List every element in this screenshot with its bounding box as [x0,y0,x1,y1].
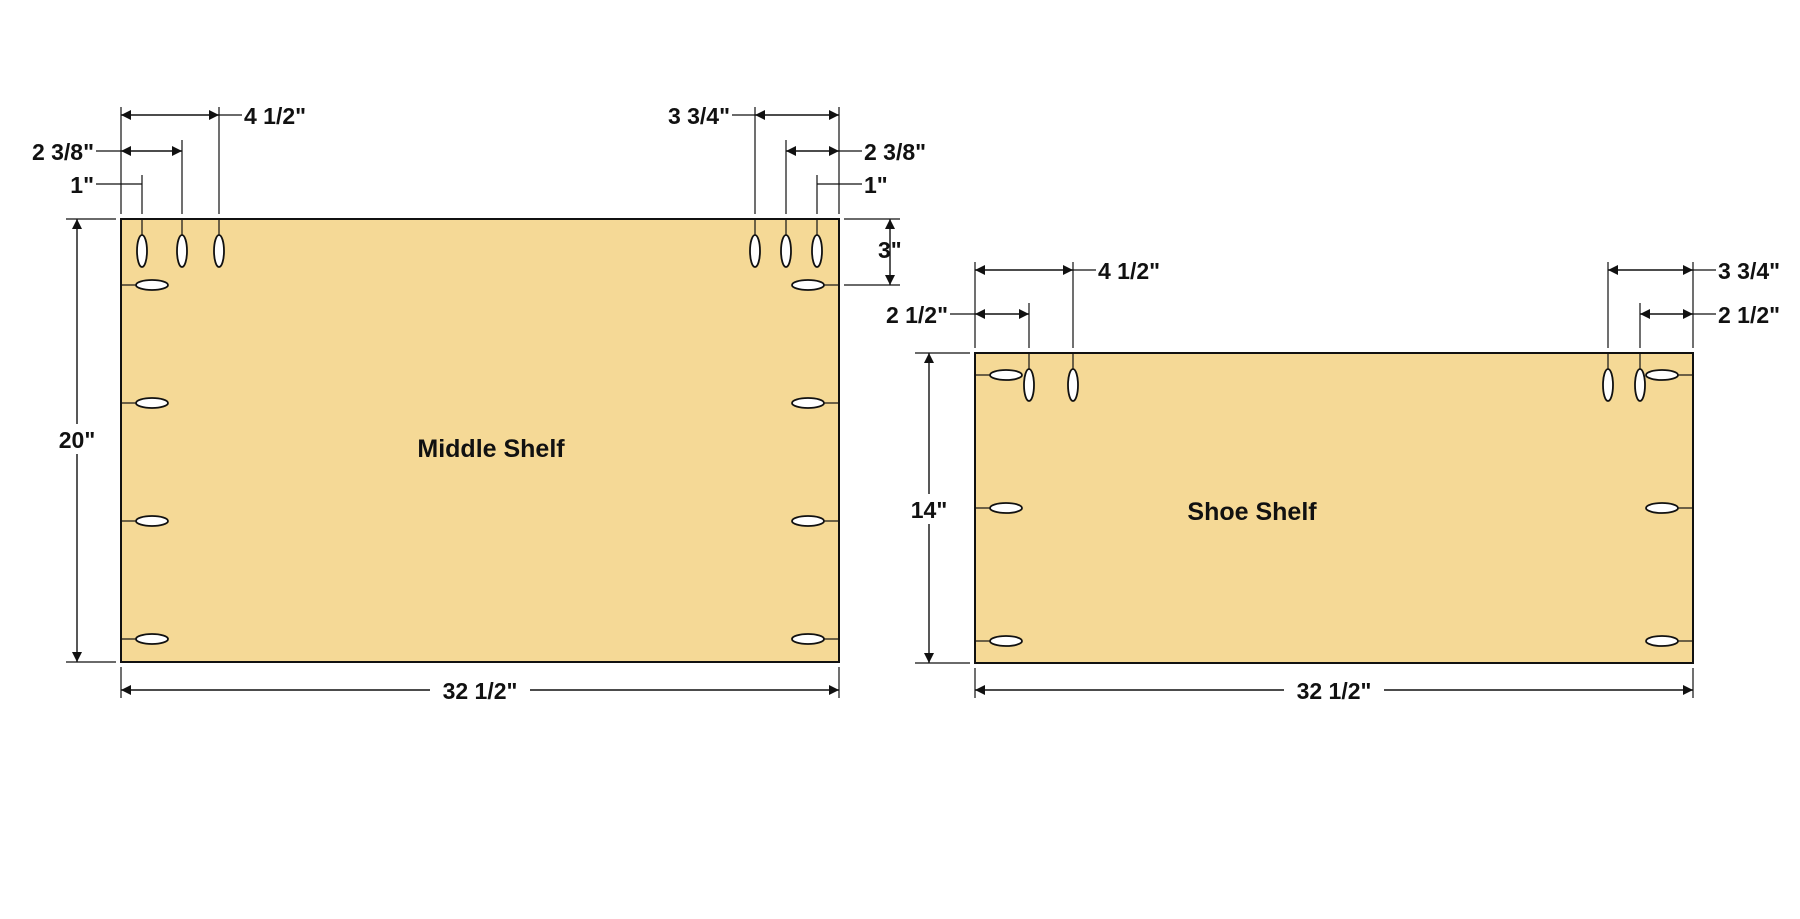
pocket-hole [1023,368,1035,402]
pocket-hole [811,234,823,268]
dim-label: 3 3/4" [668,103,730,129]
dim-label: 32 1/2" [443,678,518,704]
pocket-hole [1067,368,1079,402]
pocket-hole [780,234,792,268]
middle-shelf-board [120,218,840,663]
pocket-hole [1645,502,1679,514]
middle-shelf: Middle Shelf 4 1/2" 2 3/8" 1" 3 3/4" 2 3… [32,103,926,704]
pocket-hole [989,502,1023,514]
pocket-hole [791,633,825,645]
shoe-shelf-left-pocket-holes [975,369,1023,647]
pocket-hole [1645,635,1679,647]
pocket-hole [213,234,225,268]
middle-shelf-top-pocket-holes [136,219,823,268]
pocket-hole [136,234,148,268]
pocket-hole [791,279,825,291]
middle-shelf-left-pocket-holes [121,279,169,645]
pocket-hole [176,234,188,268]
dim-label: 1" [70,172,94,198]
dim-label: 20" [59,427,96,453]
pocket-hole [989,369,1023,381]
shoe-shelf-board [974,352,1694,664]
pocket-hole [1602,368,1614,402]
dim-label: 2 3/8" [864,139,926,165]
pocket-hole [135,515,169,527]
dim-label: 2 3/8" [32,139,94,165]
shoe-shelf-top-pocket-holes [1023,353,1646,402]
dim-label: 2 1/2" [1718,302,1780,328]
pocket-hole [135,633,169,645]
pocket-hole [1645,369,1679,381]
shoe-shelf: Shoe Shelf 4 1/2" 2 1/2" 3 3/4" 2 1/2" 1… [886,258,1780,704]
pocket-hole [749,234,761,268]
dim-label: 4 1/2" [1098,258,1160,284]
pocket-hole [791,515,825,527]
pocket-hole [135,279,169,291]
dim-label: 1" [864,172,888,198]
pocket-hole [791,397,825,409]
dim-label: 2 1/2" [886,302,948,328]
pocket-hole [135,397,169,409]
pocket-hole [989,635,1023,647]
dim-label: 3" [878,237,902,263]
middle-shelf-right-pocket-holes [791,279,839,645]
dim-label: 14" [911,497,948,523]
middle-shelf-title: Middle Shelf [417,435,565,463]
pocket-hole [1634,368,1646,402]
shoe-shelf-right-pocket-holes [1645,369,1693,647]
shoe-shelf-title: Shoe Shelf [1187,498,1317,526]
dim-label: 32 1/2" [1297,678,1372,704]
dim-label: 3 3/4" [1718,258,1780,284]
dim-label: 4 1/2" [244,103,306,129]
